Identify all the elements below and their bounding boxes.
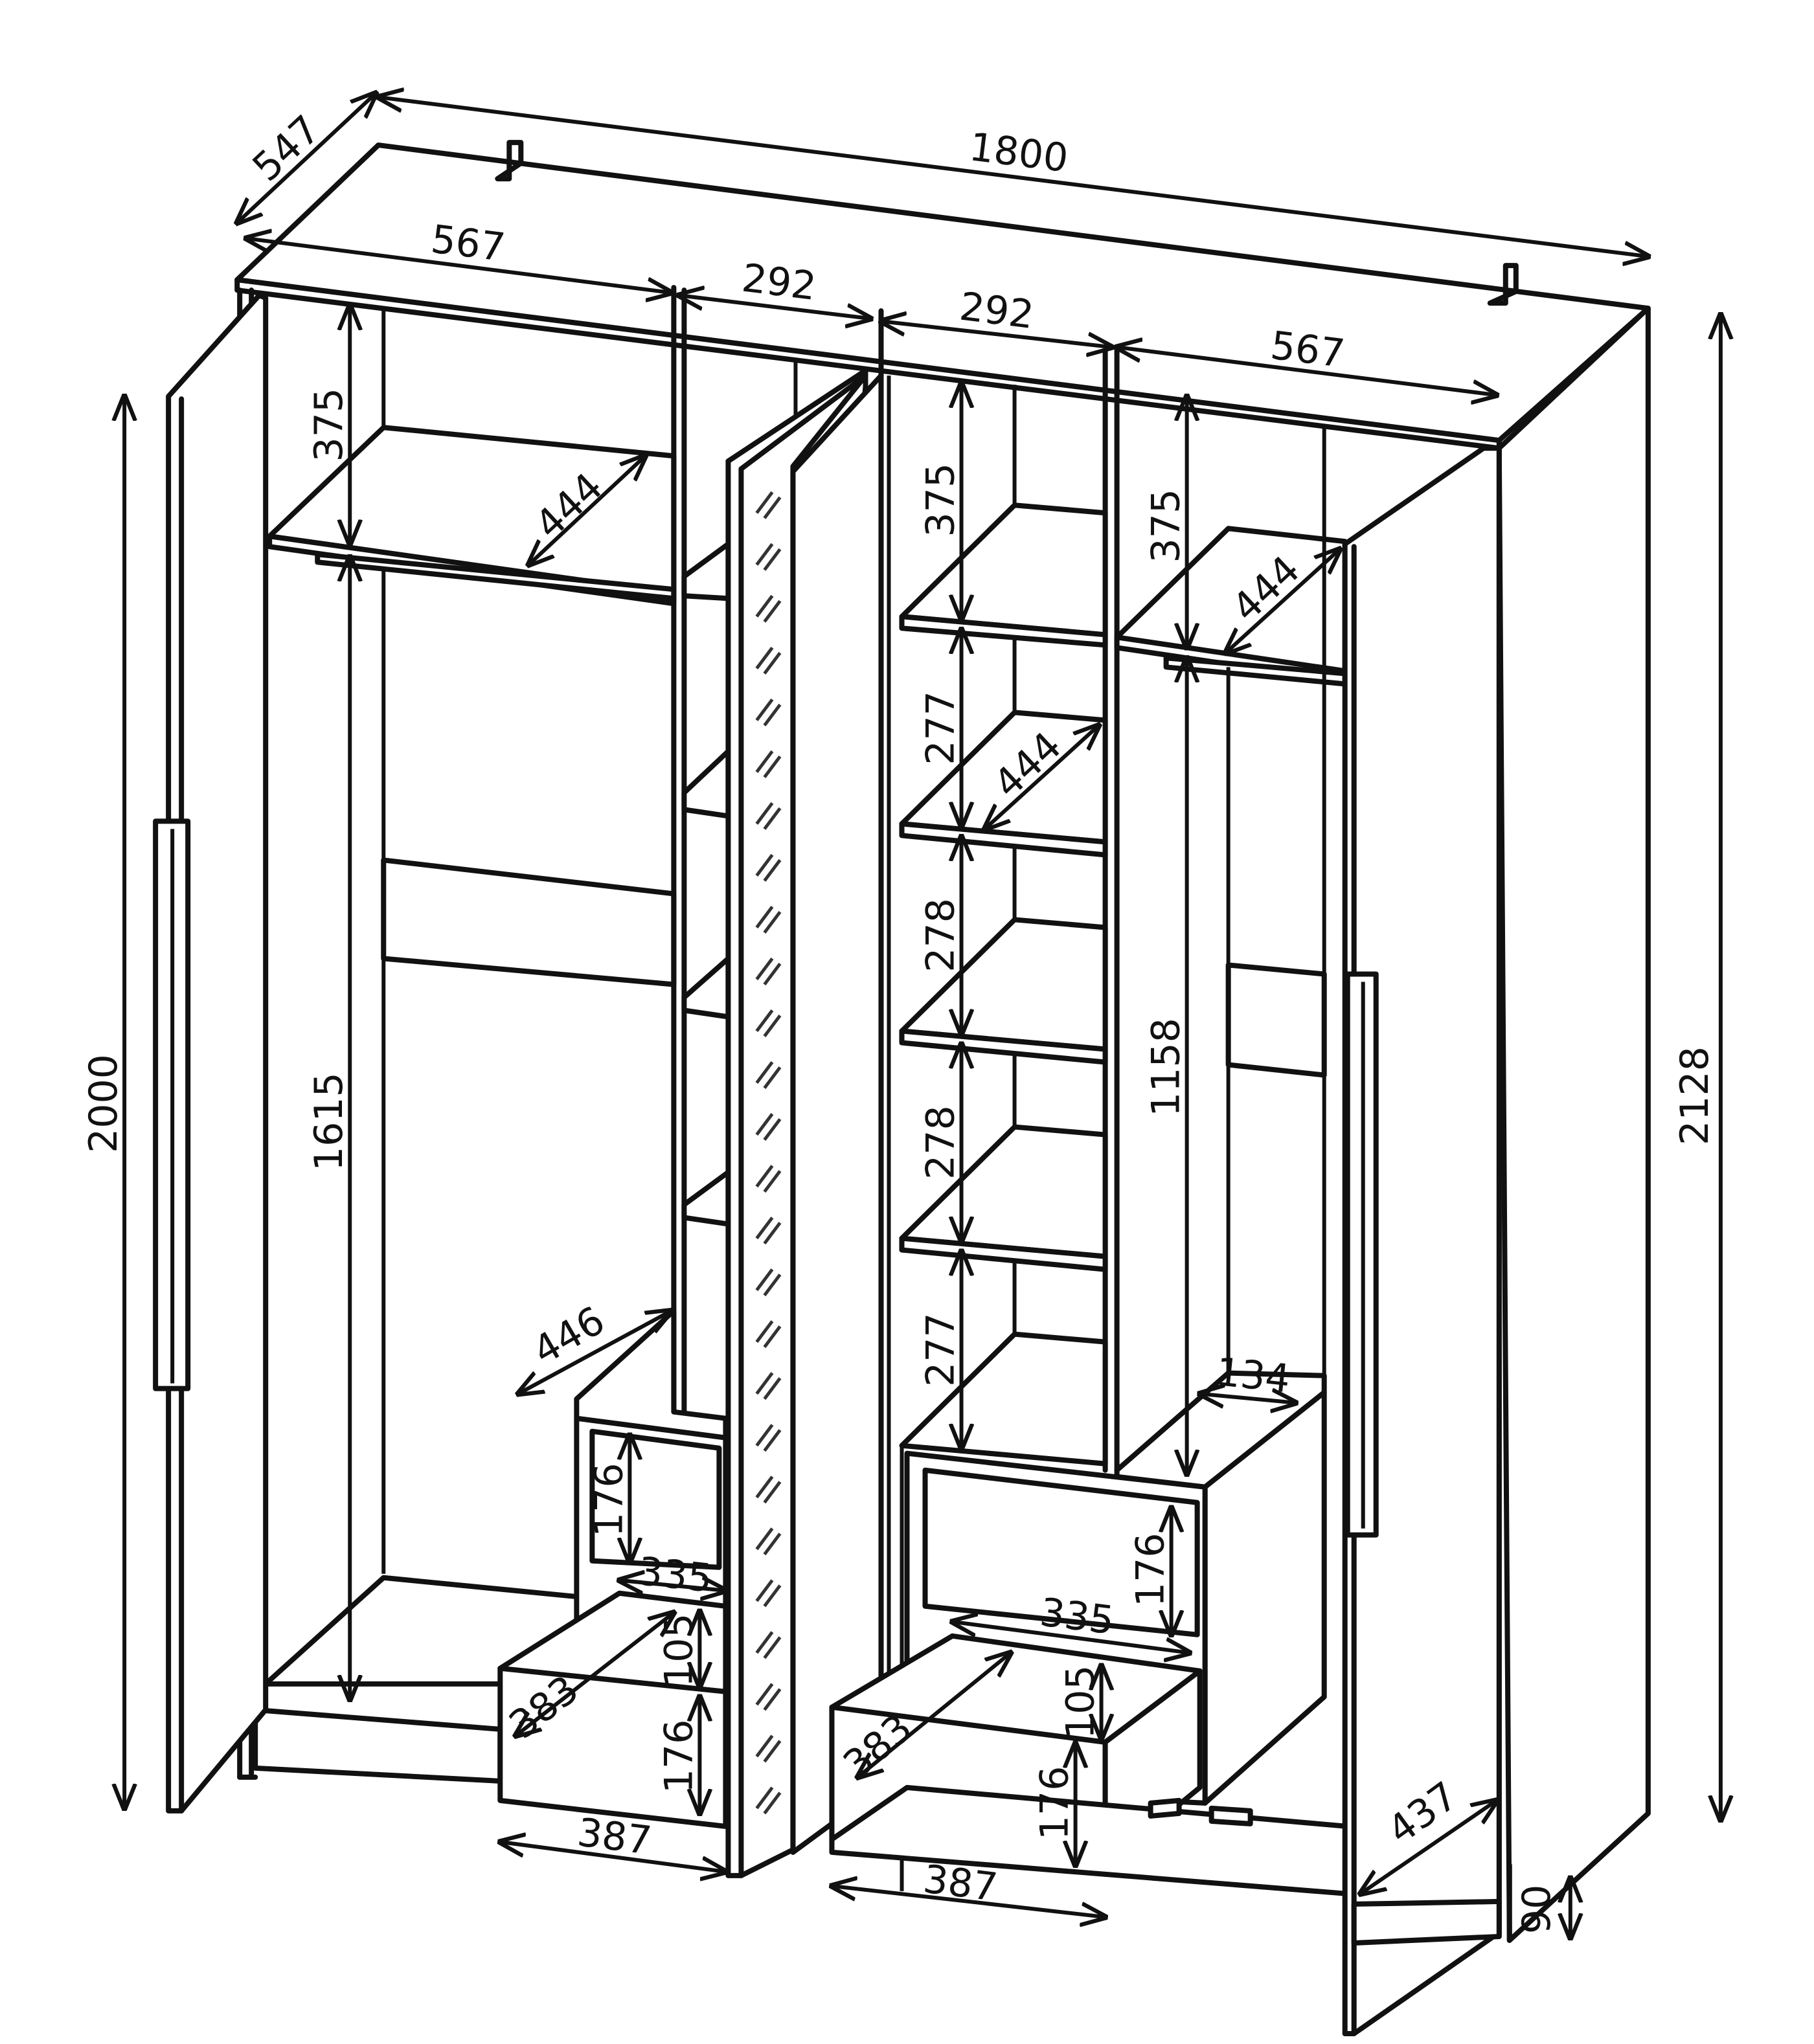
mirror-hatch-mark bbox=[755, 698, 774, 721]
mirror-hatch-mark bbox=[755, 1631, 774, 1654]
mirror-hatch-mark bbox=[763, 755, 782, 778]
dim-left-hanging: 1615 bbox=[306, 1072, 352, 1171]
mirror-hatch-mark bbox=[763, 1791, 782, 1815]
dim-left-drawer-block-depth: 446 bbox=[525, 1297, 612, 1374]
mirror-hatch-mark bbox=[755, 594, 774, 618]
mirror-hatch-mark bbox=[755, 543, 774, 566]
mirror-hatch-mark bbox=[755, 1527, 774, 1551]
mirror-hatch-mark bbox=[755, 905, 774, 928]
dim-column-shelf-4: 278 bbox=[918, 1105, 964, 1180]
mirror-hatch-mark bbox=[763, 1274, 782, 1297]
dim-column-shelf-3: 278 bbox=[918, 898, 964, 972]
mirror-hatch-mark bbox=[763, 1740, 782, 1763]
dim-overall-height: 2128 bbox=[1672, 1046, 1718, 1145]
mirror-hatch-mark bbox=[755, 1372, 774, 1395]
mirror-hatch-mark bbox=[763, 600, 782, 623]
mirror-hatch-mark bbox=[763, 651, 782, 675]
dim-left-drawer-front-height: 176 bbox=[656, 1720, 701, 1794]
mirror-hatch-mark bbox=[763, 1584, 782, 1608]
mirror-hatch-mark bbox=[763, 1170, 782, 1193]
mirror-hatch-mark bbox=[763, 1688, 782, 1711]
mirror-hatch-mark bbox=[755, 802, 774, 825]
mirror-hatch-mark bbox=[755, 1113, 774, 1136]
dim-right-drawer-front-height: 176 bbox=[1032, 1766, 1078, 1841]
mirror-hatch-mark bbox=[763, 1533, 782, 1556]
left-divider-board bbox=[381, 857, 677, 987]
mirror-hatch-mark bbox=[755, 1424, 774, 1447]
mirror-hatch-mark bbox=[755, 1217, 774, 1240]
dim-column-shelf-2: 277 bbox=[918, 691, 964, 765]
dim-right-hanging: 1158 bbox=[1144, 1018, 1189, 1117]
mirror-hatch-mark bbox=[763, 1066, 782, 1090]
mirror-hatch-mark bbox=[763, 1429, 782, 1452]
dim-left-drawer-front-width: 387 bbox=[575, 1810, 654, 1863]
mirror-hatch-mark bbox=[755, 1683, 774, 1706]
mirror-hatch-mark bbox=[763, 703, 782, 726]
mirror-hatch-mark bbox=[763, 1325, 782, 1349]
mirror-hatch-mark bbox=[755, 1786, 774, 1810]
dim-left-drawer-inner-width: 335 bbox=[636, 1549, 714, 1602]
mirror-hatch-mark bbox=[763, 859, 782, 882]
dim-right-top-shelf: 375 bbox=[1144, 489, 1189, 563]
top-panel bbox=[234, 142, 1651, 444]
dim-right-upper-drawer-height: 176 bbox=[1128, 1533, 1173, 1608]
dim-top-midright-width: 292 bbox=[957, 284, 1036, 338]
mirror-hatch-mark bbox=[755, 1735, 774, 1758]
dim-left-drawer-side-height: 105 bbox=[656, 1613, 701, 1688]
mirror-hatch-mark bbox=[763, 548, 782, 571]
dim-left-top-shelf: 375 bbox=[306, 388, 352, 462]
dim-right-drawer-inner-width: 335 bbox=[1037, 1589, 1117, 1643]
dim-top-midleft-width: 292 bbox=[740, 256, 819, 309]
mirror-hatch-mark bbox=[755, 1320, 774, 1343]
right-divider-board bbox=[1225, 962, 1327, 1078]
right-side-panel bbox=[1496, 306, 1651, 1943]
dimension-lines bbox=[124, 93, 1721, 1938]
dim-column-shelf-1: 375 bbox=[918, 463, 964, 537]
mirror-hatch-mark bbox=[755, 1579, 774, 1602]
dim-overall-depth: 547 bbox=[244, 107, 330, 190]
dim-right-drawer-block: 134 bbox=[1214, 1349, 1292, 1402]
mirror-hatching bbox=[755, 491, 782, 1815]
mirror-hatch-mark bbox=[755, 491, 774, 514]
dim-left-upper-drawer-height: 176 bbox=[586, 1463, 631, 1537]
mirror-hatch-mark bbox=[763, 962, 782, 985]
dim-plinth: 90 bbox=[1514, 1885, 1559, 1934]
dim-top-left-width: 567 bbox=[429, 217, 508, 271]
mirror-hatch-mark bbox=[763, 1118, 782, 1141]
dim-right-drawer-front-width: 387 bbox=[921, 1856, 1000, 1910]
dim-column-shelf-5: 277 bbox=[918, 1312, 964, 1387]
mirror-hatch-mark bbox=[755, 1061, 774, 1084]
mirror-hatch-mark bbox=[763, 1014, 782, 1038]
mirror-hatch-mark bbox=[763, 1636, 782, 1659]
mirror-hatch-mark bbox=[755, 853, 774, 877]
mirror-hatch-mark bbox=[755, 1009, 774, 1033]
mirror-hatch-mark bbox=[763, 1481, 782, 1504]
mirror-hatch-mark bbox=[763, 910, 782, 934]
dim-top-right-width: 567 bbox=[1268, 323, 1347, 377]
dim-door-height: 2000 bbox=[81, 1054, 126, 1153]
mirror-hatch-mark bbox=[755, 1268, 774, 1292]
dim-right-drawer-side-height: 105 bbox=[1058, 1665, 1104, 1740]
mirror-hatch-mark bbox=[763, 807, 782, 830]
mirror-hatch-mark bbox=[755, 646, 774, 669]
mirror-hatch-mark bbox=[755, 1476, 774, 1499]
mirror-hatch-mark bbox=[763, 1377, 782, 1400]
mirror-hatch-mark bbox=[763, 1222, 782, 1245]
mirror-hatch-mark bbox=[755, 750, 774, 773]
mirror-hatch-mark bbox=[763, 496, 782, 519]
mirror-hatch-mark bbox=[755, 957, 774, 980]
right-upper-drawer-front bbox=[922, 1467, 1200, 1637]
mirror-hatch-mark bbox=[755, 1165, 774, 1188]
